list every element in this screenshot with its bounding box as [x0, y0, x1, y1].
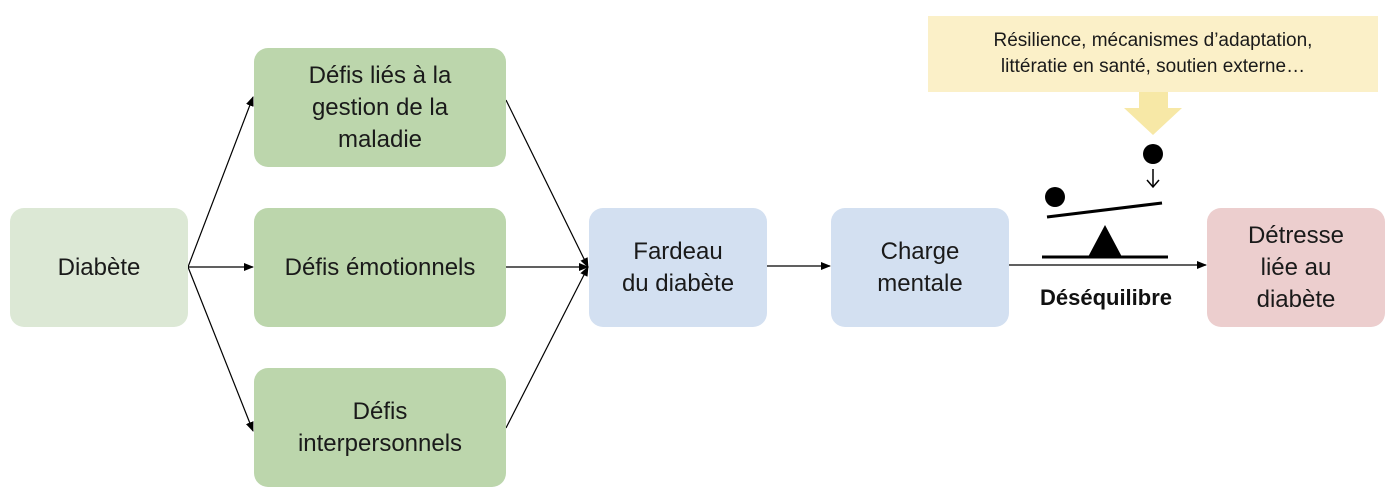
node-emotional-challenges: Défis émotionnels: [254, 208, 506, 327]
node-diabetes-distress: Détresse liée au diabète: [1207, 208, 1385, 327]
balance-scale-icon: [1042, 144, 1168, 259]
node-diabete: Diabète: [10, 208, 188, 327]
arrow-interp-to-fardeau: [505, 266, 589, 429]
callout-pointer-arrow: [1124, 92, 1182, 135]
node-mental-load: Charge mentale: [831, 208, 1009, 327]
arrow-gestion-to-fardeau: [505, 99, 589, 268]
arrow-diabete-to-gestion: [187, 96, 254, 268]
node-interpersonal-challenges: Défis interpersonnels: [254, 368, 506, 487]
arrow-diabete-to-interp: [187, 266, 254, 432]
node-disease-management-challenges: Défis liés à la gestion de la maladie: [254, 48, 506, 167]
callout-protective-factors: Résilience, mécanismes d’adaptation, lit…: [928, 16, 1378, 92]
node-diabetes-burden: Fardeau du diabète: [589, 208, 767, 327]
imbalance-label: Déséquilibre: [1039, 285, 1173, 310]
